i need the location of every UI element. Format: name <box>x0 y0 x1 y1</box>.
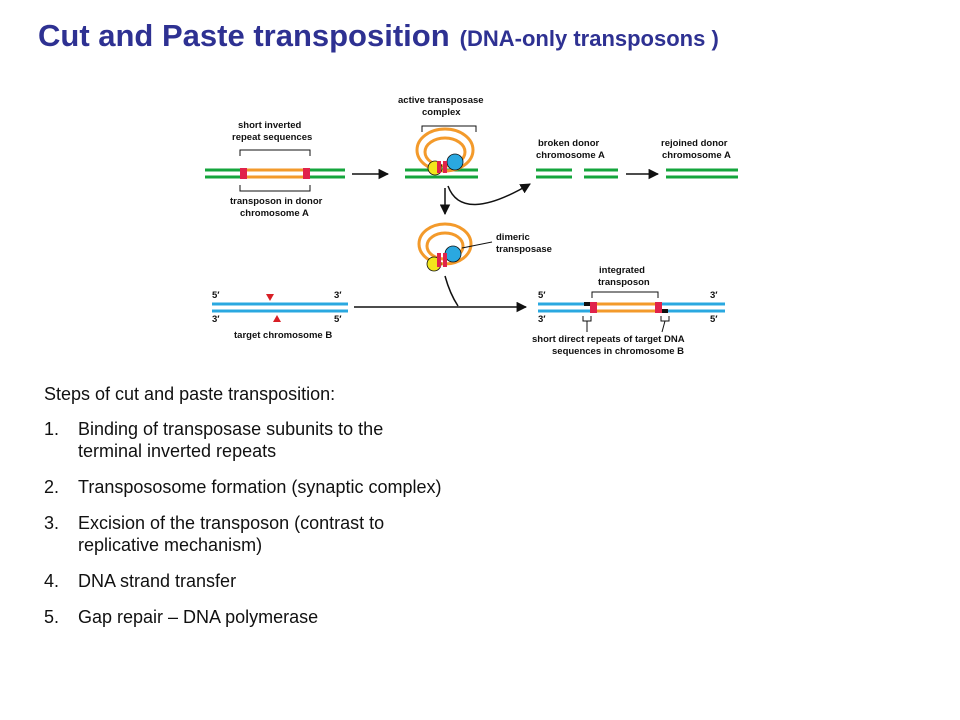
label-target-5prime-bottom: 5′ <box>334 314 342 325</box>
label-integrated-5prime-top: 5′ <box>538 290 546 301</box>
label-target-3prime-bottom: 3′ <box>212 314 220 325</box>
step-item: 5. Gap repair – DNA polymerase <box>44 606 644 628</box>
label-rejoined-donor: rejoined donor <box>661 138 728 149</box>
label-short-inverted: short inverted <box>238 120 302 131</box>
label-target-chromosome: target chromosome B <box>234 330 332 341</box>
step-line: Excision of the transposon (contrast to <box>78 513 385 533</box>
step-number: 4. <box>44 571 60 591</box>
step-item: 3. Excision of the transposon (contrast … <box>44 512 644 556</box>
steps-heading: Steps of cut and paste transposition: <box>44 384 336 404</box>
transposon-bracket <box>239 185 311 192</box>
arrow-to-integrated <box>444 275 459 307</box>
label-chromosome-a: chromosome A <box>240 208 309 219</box>
label-short-direct-repeats: short direct repeats of target DNA <box>532 334 685 345</box>
cut-site-bottom-arrow <box>273 315 281 322</box>
label-target-3prime-top: 3′ <box>334 290 342 301</box>
direct-repeat-pointer-right <box>661 320 666 333</box>
step-line: Gap repair – DNA polymerase <box>78 607 319 627</box>
step-number: 5. <box>44 607 60 627</box>
label-dimeric: dimeric <box>496 232 530 243</box>
label-sequences-chromosome-b: sequences in chromosome B <box>552 346 684 357</box>
step-item: 1. Binding of transposase subunits to th… <box>44 418 644 462</box>
label-integrated-transposon: transposon <box>598 277 650 288</box>
dimeric-pointer <box>461 241 493 249</box>
direct-repeat-bracket-left <box>582 316 592 322</box>
cut-site-top-arrow <box>266 294 274 301</box>
target-chromosome-b <box>212 294 348 322</box>
page-title: Cut and Paste transposition (DNA-only tra… <box>38 18 719 54</box>
label-repeat-sequences: repeat sequences <box>232 132 312 143</box>
title-sub: (DNA-only transposons ) <box>459 26 719 51</box>
steps-list: Steps of cut and paste transposition: 1.… <box>44 384 644 642</box>
label-integrated: integrated <box>599 265 645 276</box>
step-line: DNA strand transfer <box>78 571 237 591</box>
step-line: replicative mechanism) <box>78 535 263 555</box>
title-main: Cut and Paste transposition <box>38 18 450 53</box>
step-number: 1. <box>44 419 60 439</box>
label-broken-chromosome: chromosome A <box>536 150 605 161</box>
step-number: 2. <box>44 477 60 497</box>
label-integrated-3prime-top: 3′ <box>710 290 718 301</box>
rejoined-donor-chromosome <box>666 168 738 179</box>
dimeric-transposase <box>417 222 473 272</box>
donor-chromosome-a <box>205 168 345 179</box>
repeat-bracket <box>239 149 311 156</box>
label-transposon-donor: transposon in donor <box>230 196 323 207</box>
broken-donor-chromosome <box>536 168 618 179</box>
label-target-5prime-top: 5′ <box>212 290 220 301</box>
integrated-chromosome <box>538 302 725 313</box>
label-active-transposase: active transposase <box>398 95 484 106</box>
transposition-diagram: short inverted repeat sequences transpos… <box>205 95 738 357</box>
label-rejoined-chromosome: chromosome A <box>662 150 731 161</box>
label-complex: complex <box>422 107 461 118</box>
step-line: Transpososome formation (synaptic comple… <box>78 477 442 497</box>
label-transposase: transposase <box>496 244 552 255</box>
label-broken-donor: broken donor <box>538 138 600 149</box>
label-integrated-3prime-bottom: 3′ <box>538 314 546 325</box>
step-item: 2. Transpososome formation (synaptic com… <box>44 476 644 498</box>
direct-repeat-bracket-right <box>660 316 670 322</box>
integrated-bracket <box>591 291 659 298</box>
complex-bracket <box>421 125 477 132</box>
step-line: terminal inverted repeats <box>78 441 277 461</box>
step-line: Binding of transposase subunits to the <box>78 419 384 439</box>
arrow-to-broken-donor <box>447 183 531 206</box>
step-number: 3. <box>44 513 60 533</box>
active-complex <box>405 127 478 179</box>
step-item: 4. DNA strand transfer <box>44 570 644 592</box>
label-integrated-5prime-bottom: 5′ <box>710 314 718 325</box>
